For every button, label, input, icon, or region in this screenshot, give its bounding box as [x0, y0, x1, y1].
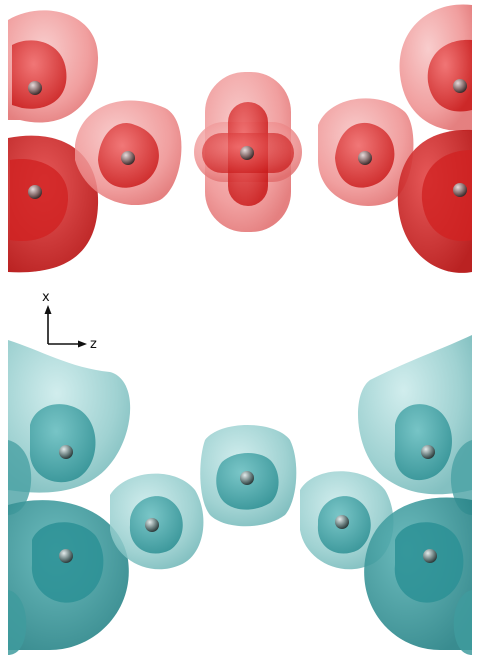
red-lobe-center: [194, 72, 302, 232]
teal-lobe-center: [200, 425, 297, 527]
teal-lobe-upper-right: [358, 335, 472, 495]
teal-lobe-mid-left: [110, 473, 204, 570]
teal-lobe-right-edge: [450, 440, 472, 515]
red-lobe-top-left: [8, 10, 99, 123]
axis-label-z: z: [90, 337, 97, 352]
teal-lobe-lower-left: [8, 500, 129, 650]
teal-lobe-left-corner: [8, 590, 27, 655]
teal-lobe-upper-left: [8, 340, 131, 493]
teal-lobe-right-corner: [453, 590, 472, 655]
red-lobe-top-right: [399, 4, 472, 131]
teal-lobe-left-edge: [8, 440, 32, 515]
red-lobe-mid-left: [75, 100, 182, 206]
axis-arrows-icon: [44, 305, 87, 348]
teal-lobe-lower-right: [364, 497, 472, 650]
axis-label-x: x: [42, 290, 50, 305]
red-lobe-mid-right: [318, 98, 414, 206]
teal-isosurface-panel: [8, 335, 472, 655]
red-lobe-right-big: [397, 129, 472, 273]
red-lobe-left-big: [8, 135, 99, 273]
red-isosurface-panel: [8, 4, 472, 273]
